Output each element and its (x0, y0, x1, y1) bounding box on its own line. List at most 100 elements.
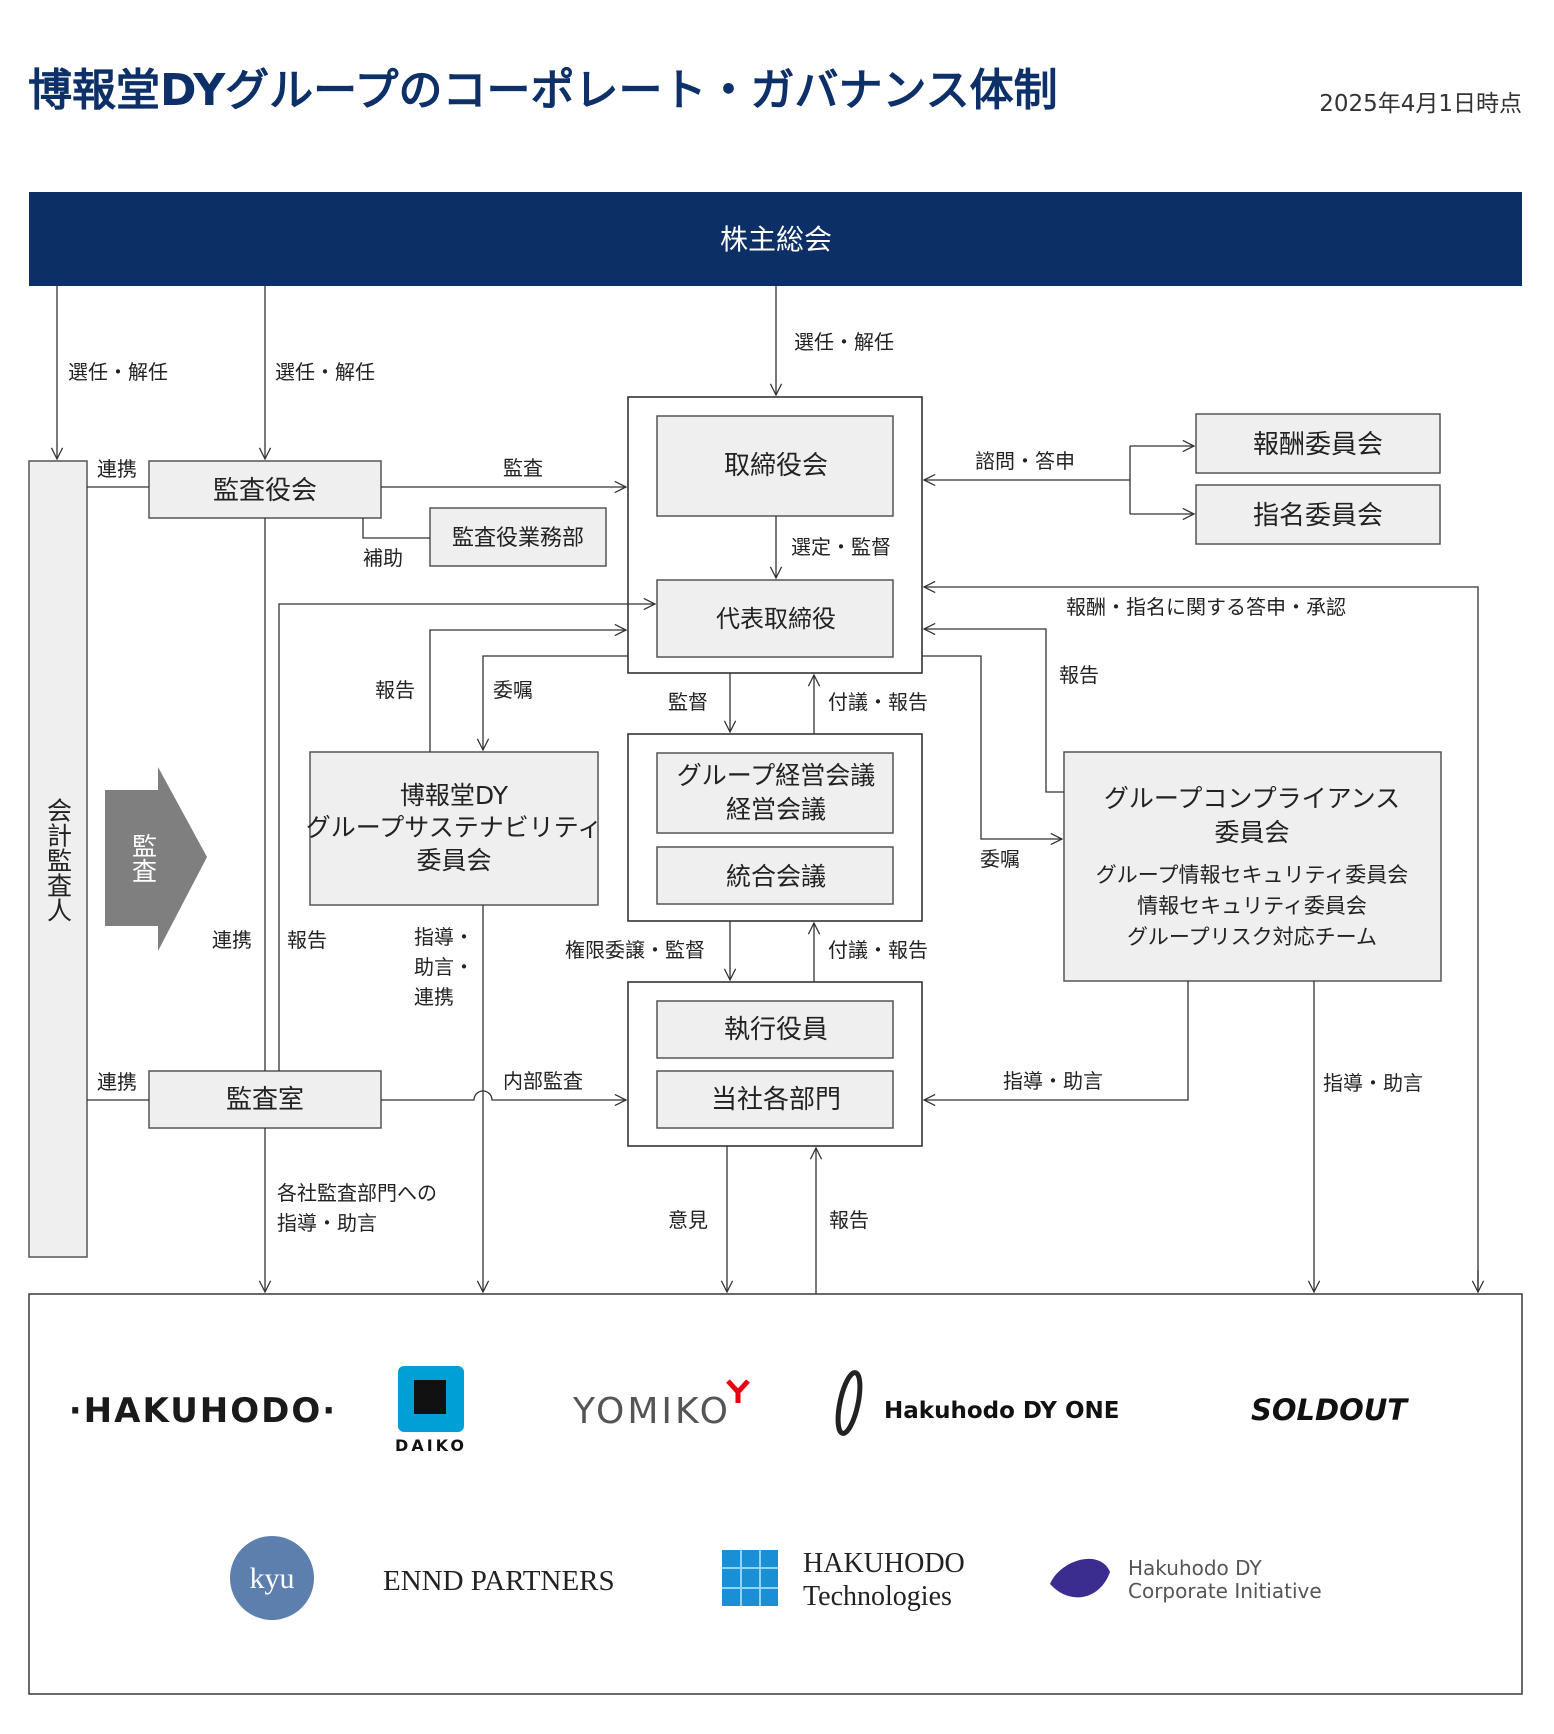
compensation-committee-box (1195, 413, 1441, 474)
group-management-meeting-box (656, 752, 894, 834)
audit-board-office-label: 監査役業務部 (452, 526, 584, 551)
dyone-mark-icon (835, 1370, 863, 1436)
audit-arrow-label: 監査 (129, 833, 158, 883)
rep-director-label: 代表取締役 (716, 605, 836, 633)
compliance-companies-label: 指導・助言 (1323, 1071, 1423, 1095)
hci-mark-icon (1050, 1558, 1110, 1598)
approval-return-arrow (922, 580, 1479, 1292)
audit-arrow-shape (105, 767, 207, 951)
hci-logo: Hakuhodo DY Corporate Initiative (1050, 1556, 1322, 1603)
supervise-label: 監督 (668, 690, 708, 714)
sustainability-line-1: 博報堂DY (400, 781, 509, 810)
compliance-committee-box (1063, 751, 1442, 982)
sustainability-line-3: 委員会 (416, 846, 491, 875)
daiko-wordmark: DAIKO (395, 1436, 467, 1455)
sustainability-committee-box (309, 751, 599, 906)
select-supervise-label: 選定・監督 (791, 535, 891, 559)
board-of-directors-box (656, 415, 894, 517)
yomiko-logo: YOMIKO (572, 1379, 750, 1432)
compliance-guidance-label: 指導・助言 (1003, 1069, 1103, 1093)
shareholders-meeting-bar (29, 192, 1522, 286)
hakuhodo-technologies-logo: HAKUHODO Technologies (722, 1548, 965, 1612)
group-companies-frame (28, 1293, 1523, 1695)
sustainability-report-arrow (429, 623, 628, 752)
dyone-logo: Hakuhodo DY ONE (835, 1370, 1119, 1436)
board-label: 取締役会 (724, 451, 828, 481)
audit-office-label: 監査室 (226, 1085, 304, 1115)
hakuhodo-logo: ·HAKUHODO· (69, 1391, 337, 1431)
elect-label-3: 選任・解任 (794, 330, 894, 354)
tech-mark-icon (722, 1550, 778, 1606)
elect-label-1: 選任・解任 (68, 360, 168, 384)
hci-wordmark-1: Hakuhodo DY (1128, 1556, 1262, 1580)
yomiko-wordmark: YOMIKO (572, 1391, 731, 1432)
daiko-mark-inner-icon (414, 1380, 446, 1414)
compliance-entrust-arrow (922, 655, 1064, 846)
compliance-report-label: 報告 (1059, 663, 1099, 687)
guide-line-2: 助言・ (414, 955, 474, 979)
shareholders-meeting-label: 株主総会 (720, 223, 832, 256)
integration-meeting-label: 統合会議 (726, 862, 826, 891)
as-of-date: 2025年4月1日時点 (1319, 91, 1522, 117)
page-title: 博報堂DYグループのコーポレート・ガバナンス体制 (28, 65, 1058, 116)
coop-label-top: 連携 (97, 457, 137, 481)
tech-grid-icon (722, 1550, 778, 1606)
dyone-wordmark: Hakuhodo DY ONE (884, 1398, 1119, 1424)
approval-label: 報酬・指名に関する答申・承認 (1066, 595, 1346, 619)
nomination-committee-label: 指名委員会 (1253, 501, 1383, 531)
internal-audit-arrow (381, 1090, 628, 1107)
compensation-committee-label: 報酬委員会 (1253, 430, 1383, 460)
coop-label-middle: 連携 (212, 928, 252, 952)
internal-audit-label: 内部監査 (503, 1069, 583, 1093)
kyu-circle-icon (230, 1536, 314, 1620)
group-mgmt-line-2: 経営会議 (726, 795, 826, 824)
compliance-line-2: 委員会 (1214, 818, 1289, 847)
tech-wordmark-1: HAKUHODO (803, 1548, 965, 1579)
audit-board-label: 監査役会 (213, 476, 317, 506)
executive-officers-label: 執行役員 (724, 1015, 828, 1045)
compliance-line-1: グループコンプライアンス (1104, 784, 1400, 813)
accounting-auditor-label: 会計監査人 (44, 798, 73, 923)
coop-label-bottom: 連携 (97, 1070, 137, 1094)
sustainability-line-2: グループサステナビリティ (306, 813, 603, 842)
compliance-sub-1: グループ情報セキュリティ委員会 (1096, 863, 1408, 887)
elect-label-2: 選任・解任 (275, 360, 375, 384)
audit-label: 監査 (503, 456, 543, 480)
delegate-supervise-label: 権限委譲・監督 (565, 938, 705, 962)
audit-office-box (148, 1070, 382, 1129)
audit-board-office-box (429, 507, 607, 567)
guide-line-1: 指導・ (414, 925, 474, 949)
audit-office-report-label: 報告 (287, 928, 327, 952)
audit-dept-label-2: 指導・助言 (277, 1211, 377, 1235)
executive-officers-box (656, 1000, 894, 1059)
ennd-partners-logo: ENND PARTNERS (383, 1565, 615, 1597)
hci-wordmark-2: Corporate Initiative (1128, 1579, 1322, 1603)
propose-report-label-1: 付議・報告 (828, 690, 928, 714)
compliance-sub-3: グループリスク対応チーム (1127, 925, 1377, 949)
audit-dept-label-1: 各社監査部門への (277, 1181, 437, 1205)
guide-line-3: 連携 (414, 985, 454, 1009)
audit-office-report-arrow (278, 597, 657, 1071)
assist-label: 補助 (363, 546, 403, 570)
opinion-label: 意見 (668, 1208, 708, 1232)
soldout-wordmark: SOLDOUT (1251, 1393, 1409, 1427)
propose-report-label-2: 付議・報告 (828, 938, 928, 962)
sustainability-entrust-label: 委嘱 (493, 678, 533, 702)
compliance-report-arrow (922, 622, 1064, 793)
departments-label: 当社各部門 (711, 1085, 841, 1115)
sustainability-report-label: 報告 (375, 678, 415, 702)
accounting-auditor-box (28, 460, 88, 1258)
consult-report-label: 諮問・答申 (975, 449, 1075, 473)
integration-meeting-box (656, 846, 894, 905)
group-mgmt-line-1: グループ経営会議 (677, 761, 876, 790)
representative-director-box (656, 579, 894, 658)
compliance-entrust-label: 委嘱 (980, 847, 1020, 871)
daiko-logo: DAIKO (395, 1366, 467, 1455)
companies-report-label: 報告 (829, 1208, 869, 1232)
compliance-guidance-arrow (922, 981, 1189, 1107)
departments-box (656, 1070, 894, 1129)
kyu-logo: kyu (230, 1536, 314, 1620)
assist-line (362, 518, 430, 539)
